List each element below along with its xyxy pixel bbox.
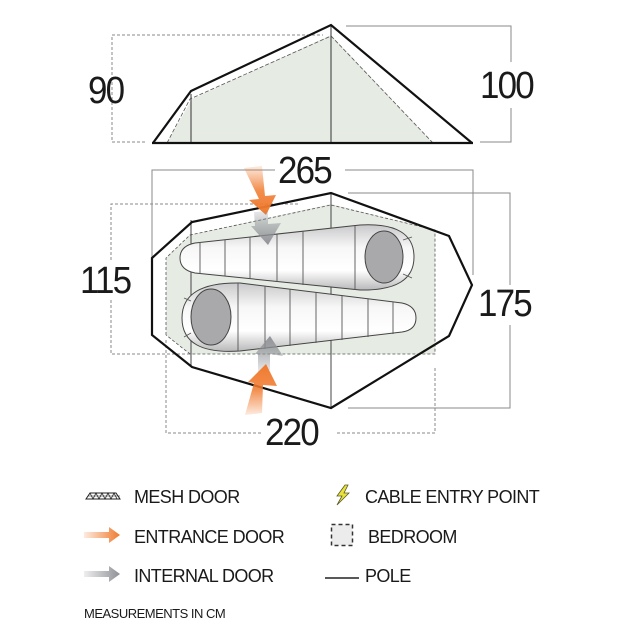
length-220-dimension-left bbox=[165, 340, 262, 434]
side-outer-outline bbox=[152, 23, 473, 144]
length-220-label: 220 bbox=[265, 412, 320, 454]
width-115-label: 115 bbox=[80, 260, 132, 302]
dashed-square-icon bbox=[330, 523, 354, 552]
legend-item-cable-entry: CABLE ENTRY POINT bbox=[333, 484, 540, 511]
width-115-dimension-top bbox=[110, 203, 300, 260]
legend-label: ENTRANCE DOOR bbox=[134, 526, 285, 547]
tent-diagram-svg bbox=[110, 23, 512, 434]
legend-item-mesh-door: MESH DOOR bbox=[84, 485, 240, 509]
sleeping-bag-top bbox=[179, 224, 415, 291]
width-175-dimension-bottom bbox=[348, 325, 511, 409]
tent-diagram: 90 100 265 115 175 220 bbox=[80, 23, 535, 454]
entrance-door-arrow-bottom bbox=[245, 364, 277, 415]
legend-label: POLE bbox=[365, 565, 411, 586]
legend-label: INTERNAL DOOR bbox=[134, 565, 274, 586]
legend-item-bedroom: BEDROOM bbox=[330, 523, 457, 552]
length-265-label: 265 bbox=[278, 150, 333, 192]
legend-label: CABLE ENTRY POINT bbox=[365, 486, 540, 507]
height-100-dimension-line-top bbox=[346, 25, 512, 62]
legend-item-entrance-door: ENTRANCE DOOR bbox=[84, 525, 285, 549]
internal-door-arrow-bottom bbox=[255, 336, 283, 372]
height-100-dimension-line-bottom bbox=[480, 108, 512, 143]
legend: MESH DOOR ENTRANCE DOOR INTERNAL DOOR CA… bbox=[0, 478, 638, 598]
legend-label: MESH DOOR bbox=[134, 486, 240, 507]
height-100-label: 100 bbox=[480, 65, 535, 107]
legend-item-pole: POLE bbox=[325, 564, 411, 588]
internal-door-arrow-icon bbox=[84, 565, 122, 587]
width-175-dimension-top bbox=[348, 192, 511, 285]
legend-label: BEDROOM bbox=[368, 526, 457, 547]
length-265-dimension-left bbox=[151, 169, 275, 260]
measurements-note: MEASUREMENTS IN CM bbox=[84, 606, 226, 621]
pole-line-icon bbox=[325, 567, 359, 585]
height-90-label: 90 bbox=[88, 70, 125, 112]
side-view bbox=[111, 23, 512, 145]
side-inner-edge bbox=[166, 35, 434, 144]
legend-item-internal-door: INTERNAL DOOR bbox=[84, 564, 274, 588]
internal-door-arrow-top bbox=[251, 211, 281, 245]
bedroom-boundary bbox=[165, 204, 436, 355]
mesh-door-icon bbox=[84, 488, 122, 506]
width-115-dimension-bottom bbox=[110, 300, 190, 355]
length-220-dimension-right bbox=[337, 367, 436, 434]
height-90-dimension-line bbox=[111, 34, 323, 143]
sleeping-bag-bottom bbox=[181, 282, 417, 352]
entrance-door-arrow-top bbox=[244, 166, 276, 215]
floor-plan bbox=[110, 166, 511, 434]
width-175-label: 175 bbox=[478, 283, 533, 325]
entrance-door-arrow-icon bbox=[84, 526, 122, 548]
lightning-bolt-icon bbox=[333, 484, 353, 511]
side-inner-fill bbox=[167, 35, 433, 143]
length-265-dimension-right bbox=[345, 169, 474, 275]
